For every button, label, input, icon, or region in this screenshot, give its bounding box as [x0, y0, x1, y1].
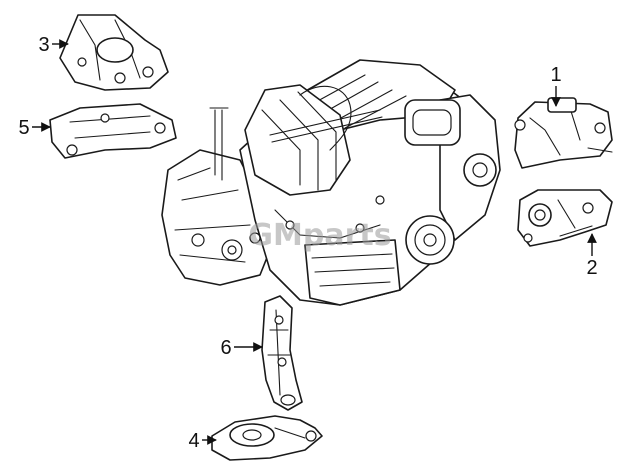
callout-6-label: 6: [220, 337, 231, 359]
callout-2: 2: [586, 233, 598, 279]
callout-1: 1: [550, 64, 562, 107]
callout-3-label: 3: [38, 34, 49, 56]
callout-4: 4: [188, 430, 217, 452]
callout-4-label: 4: [188, 430, 199, 452]
callout-2-label: 2: [586, 257, 597, 279]
part-1-right-mount: [514, 97, 613, 169]
watermark-logo: GMparts: [248, 218, 391, 253]
part-5-bracket: [49, 103, 177, 159]
callout-6: 6: [220, 337, 263, 359]
callout-5-label: 5: [18, 117, 29, 139]
engine-assembly: [161, 59, 501, 306]
part-3-upper-mount: [59, 14, 169, 91]
callout-3: 3: [38, 34, 69, 56]
part-2-right-bracket: [517, 189, 613, 247]
part-4-lower-mount: [211, 415, 323, 461]
callout-5: 5: [18, 117, 51, 139]
part-6-vertical-bracket: [261, 295, 303, 411]
callout-1-label: 1: [550, 64, 561, 86]
